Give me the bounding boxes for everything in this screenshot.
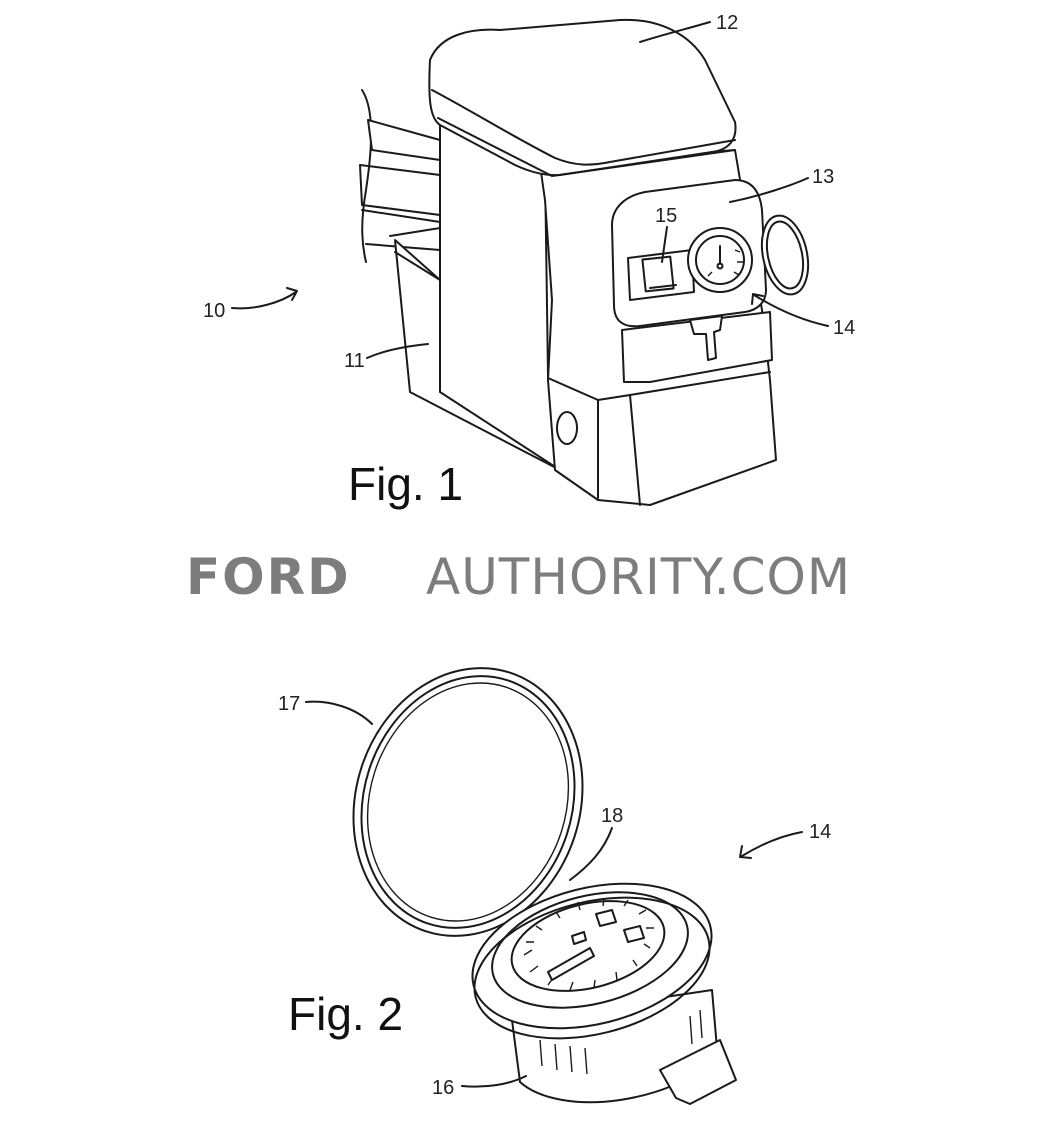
figure-1: 10 11 12 13 14 15 Fig. 1: [203, 12, 855, 510]
leader-16: [462, 1076, 526, 1087]
figure-2: 17 18 14 16 Fig. 2: [278, 638, 831, 1104]
ref-16: 16: [432, 1077, 454, 1099]
ref-11: 11: [344, 350, 365, 372]
watermark-brand: FORD: [186, 548, 351, 606]
fig-1-label: Fig. 1: [348, 458, 463, 510]
fig-2-label: Fig. 2: [288, 988, 403, 1040]
leader-14b: [742, 832, 802, 856]
leader-17: [306, 702, 372, 724]
seat-edge: [360, 90, 440, 262]
ref-10: 10: [203, 300, 225, 322]
ref-17: 17: [278, 693, 300, 715]
ref-18: 18: [601, 805, 623, 827]
watermark: FORD AUTHORITY.COM: [186, 548, 851, 606]
watermark-site: AUTHORITY.COM: [426, 548, 851, 606]
ref-12: 12: [716, 12, 738, 34]
ref-15: 15: [655, 205, 677, 227]
leader-10: [232, 292, 296, 308]
leader-18: [570, 828, 612, 880]
control-panel: [612, 180, 815, 382]
ref-14-fig2: 14: [809, 821, 831, 843]
ref-13: 13: [812, 166, 834, 188]
ref-14: 14: [833, 317, 855, 339]
